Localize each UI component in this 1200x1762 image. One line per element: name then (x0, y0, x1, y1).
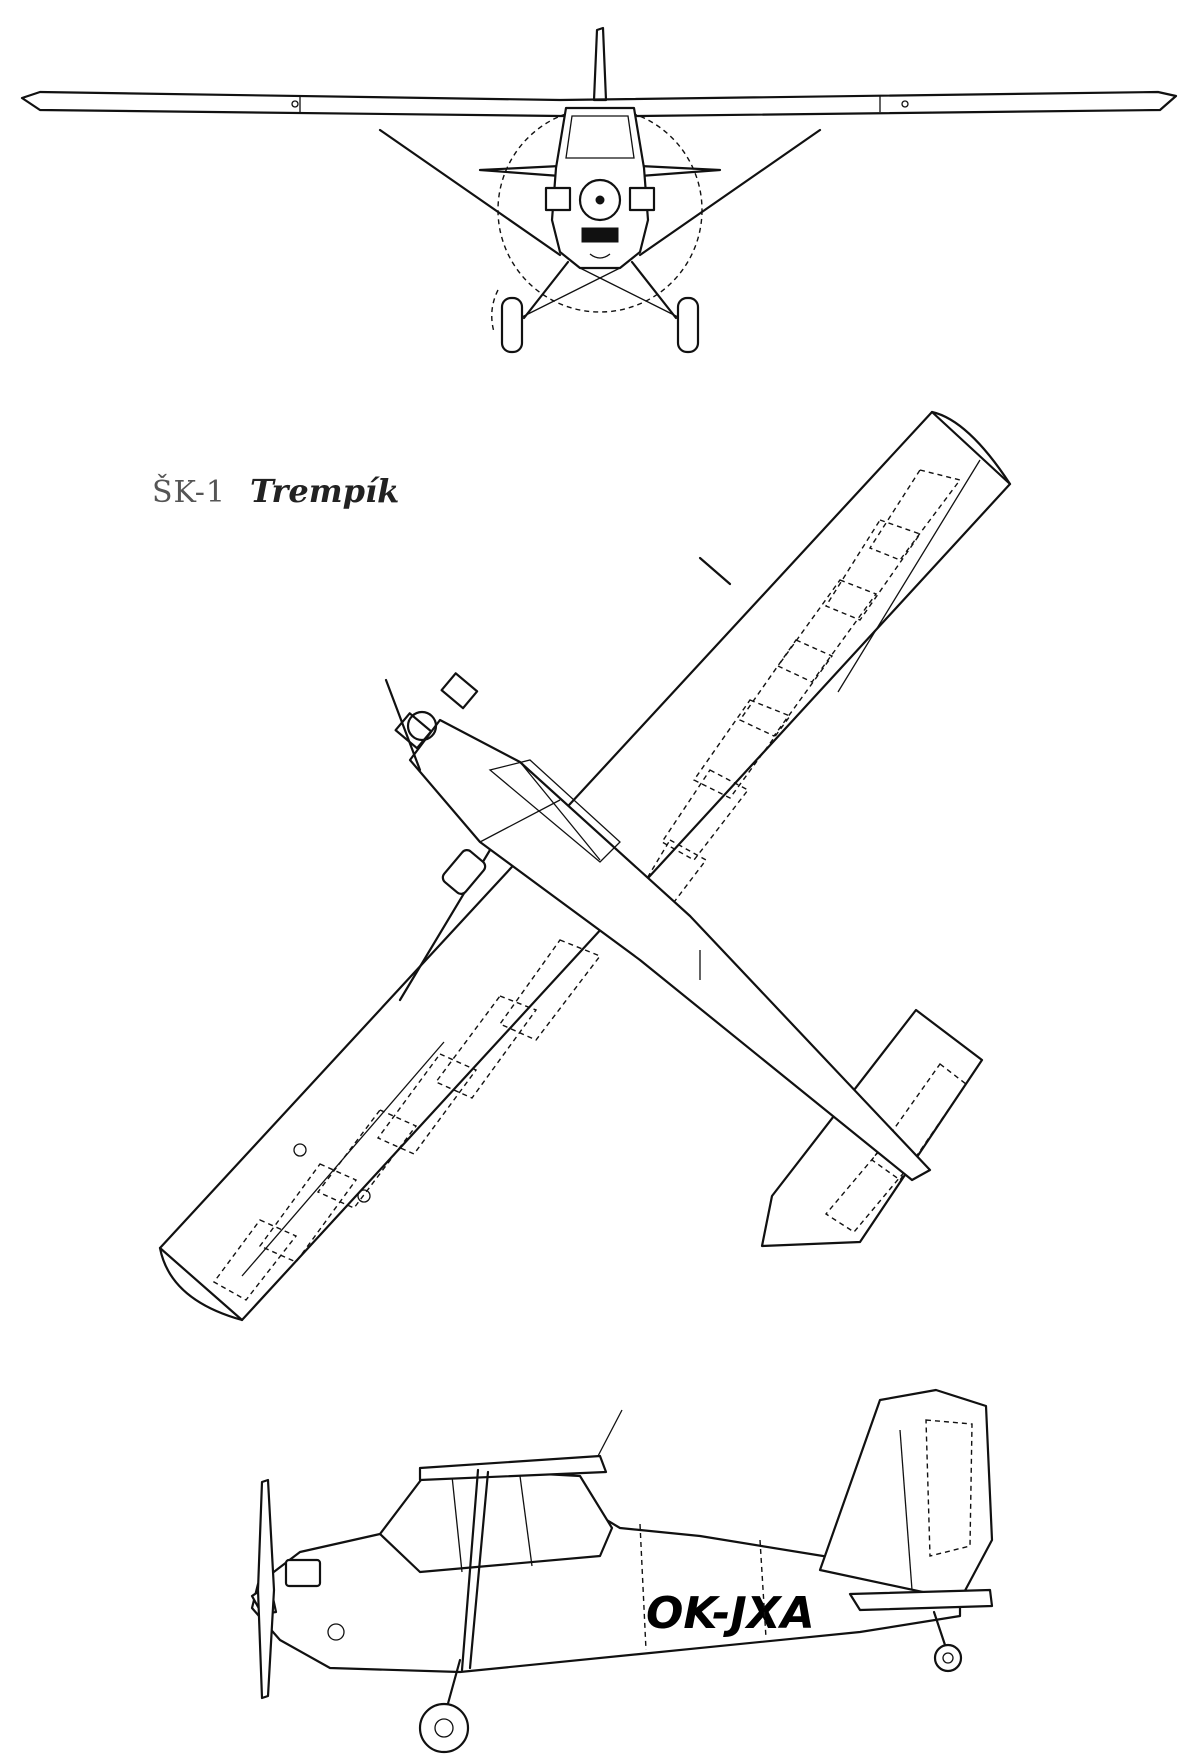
side-fin (818, 1388, 994, 1602)
side-wing-strut (460, 1468, 480, 1672)
left-wing-ribs (212, 939, 602, 1301)
title-name: Trempík (250, 472, 399, 510)
front-view (20, 26, 1178, 354)
left-wing-strut (378, 128, 562, 257)
side-cockpit (378, 1466, 614, 1574)
side-wing (418, 1454, 608, 1482)
side-horizontal-tail (848, 1588, 994, 1612)
registration-mark: OK-JXA (646, 1588, 815, 1639)
spinner (578, 178, 622, 222)
side-view: OK-JXA (250, 1388, 994, 1754)
side-main-wheel (418, 1702, 470, 1754)
title-code: ŠK-1 (152, 474, 226, 510)
top-propeller (384, 678, 422, 772)
top-fuselage (408, 718, 932, 1182)
front-fin (592, 26, 608, 102)
left-wheel (500, 296, 524, 354)
top-view (158, 410, 1012, 1322)
right-wheel (676, 296, 700, 354)
side-propeller (256, 1478, 276, 1700)
right-wing-strut (638, 128, 822, 257)
top-engine (384, 672, 479, 772)
side-tail-wheel (933, 1643, 963, 1673)
top-cockpit (488, 759, 621, 863)
drawing-title: ŠK-1 Trempík (152, 472, 399, 510)
